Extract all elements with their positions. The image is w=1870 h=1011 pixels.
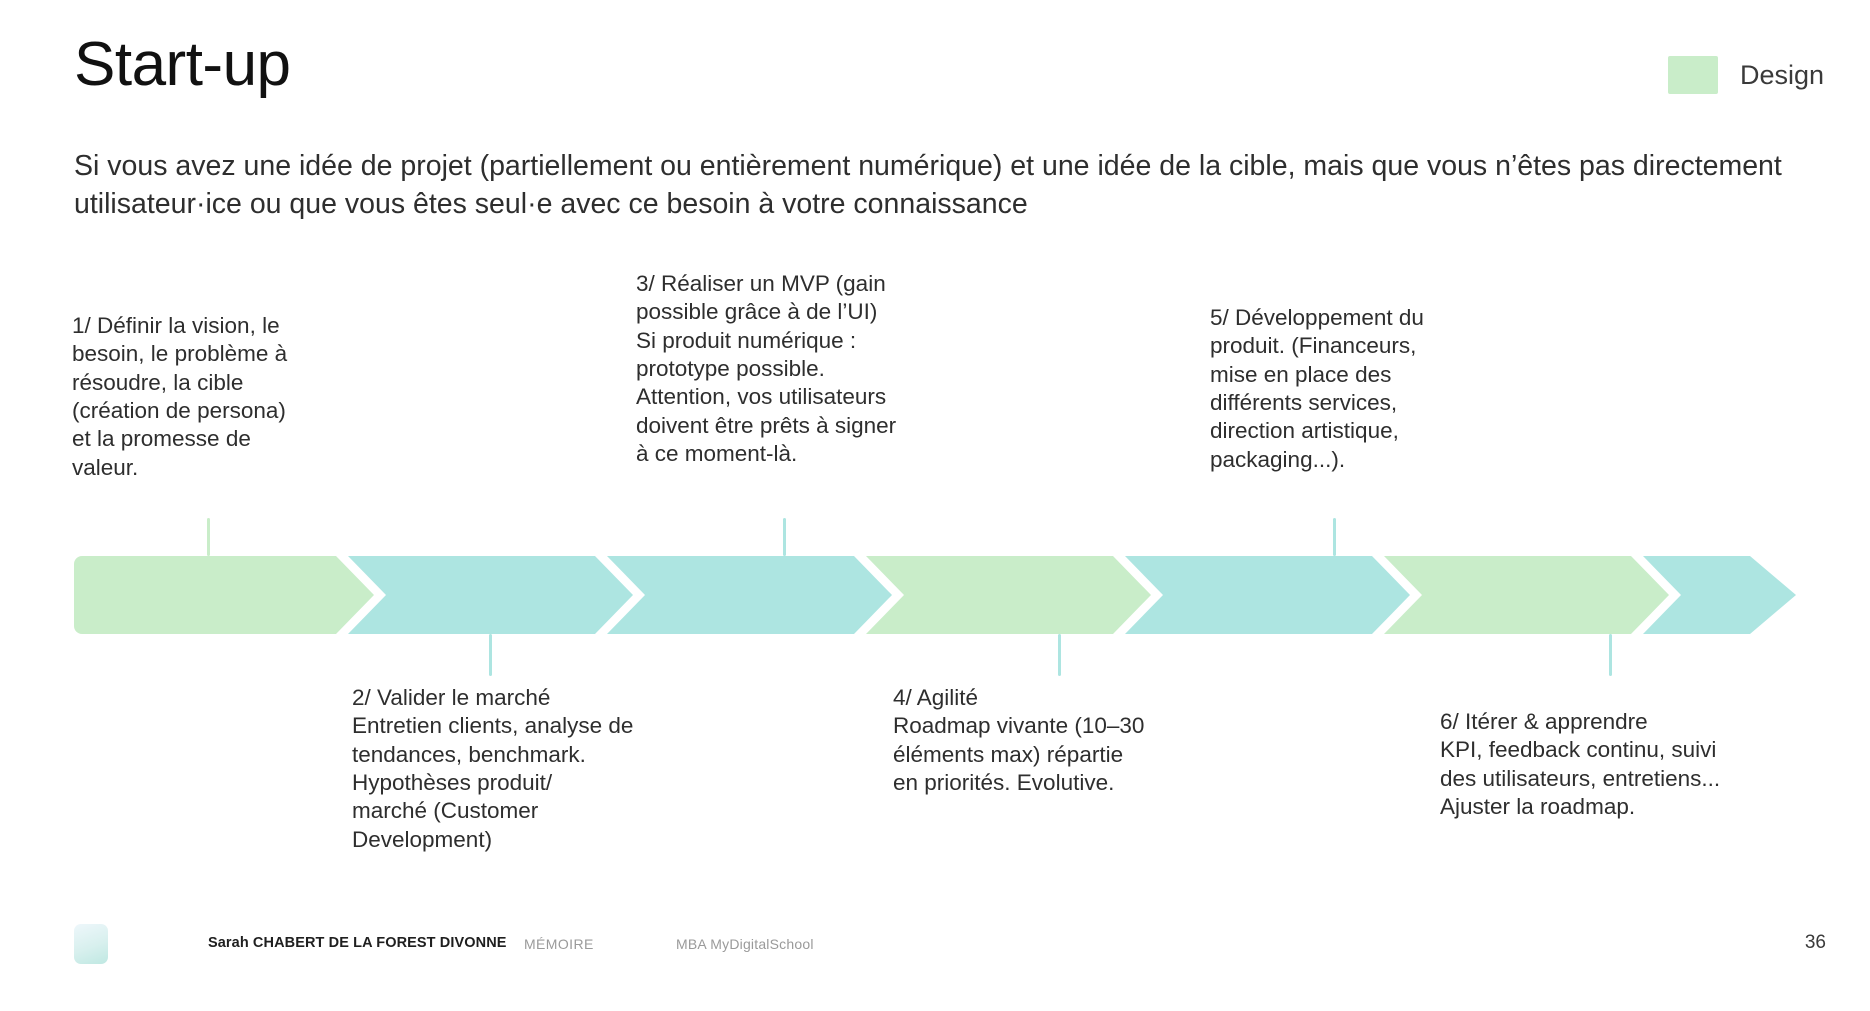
legend-swatch-design [1667, 56, 1718, 94]
connector-tick-step-1 [207, 518, 210, 556]
connector-tick-step-6 [1609, 634, 1612, 676]
legend: Design [1667, 56, 1824, 94]
page-title: Start-up [74, 30, 291, 99]
legend-label-design: Design [1739, 59, 1824, 90]
connector-tick-step-2 [489, 634, 492, 676]
step-1-text: 1/ Définir la vision, le besoin, le prob… [72, 313, 288, 480]
arrow-segment-2 [348, 556, 633, 634]
footer-logo-icon [74, 924, 108, 964]
slide-subtitle: Si vous avez une idée de projet (partiel… [74, 150, 1782, 220]
footer-school-label: MBA MyDigitalSchool [676, 936, 814, 952]
arrow-segment-3 [607, 556, 892, 634]
page-number: 36 [1804, 932, 1826, 953]
connector-tick-step-3 [783, 518, 786, 556]
connector-tick-step-4 [1058, 634, 1061, 676]
footer-author: Sarah CHABERT DE LA FOREST DIVONNE [208, 935, 507, 951]
step-6-text: 6/ Itérer & apprendre KPI, feedback cont… [1440, 709, 1721, 820]
step-4-text: 4/ Agilité Roadmap vivante (10–30 élémen… [893, 685, 1145, 796]
arrow-segment-1 [74, 556, 374, 634]
step-5-text: 5/ Développement du produit. (Financeurs… [1210, 305, 1424, 472]
process-arrow-svg [74, 556, 1796, 634]
step-3-text: 3/ Réaliser un MVP (gain possible grâce … [636, 271, 897, 467]
arrow-segment-4 [866, 556, 1151, 634]
arrow-segment-6 [1384, 556, 1669, 634]
arrow-segment-7-head [1643, 556, 1796, 634]
connector-tick-step-5 [1333, 518, 1336, 556]
process-arrow-band [74, 556, 1796, 634]
footer-memoire-label: MÉMOIRE [524, 936, 594, 952]
arrow-segment-5 [1125, 556, 1410, 634]
footer: Sarah CHABERT DE LA FOREST DIVONNE MÉMOI… [0, 918, 1870, 988]
step-2-text: 2/ Valider le marché Entretien clients, … [352, 685, 634, 852]
